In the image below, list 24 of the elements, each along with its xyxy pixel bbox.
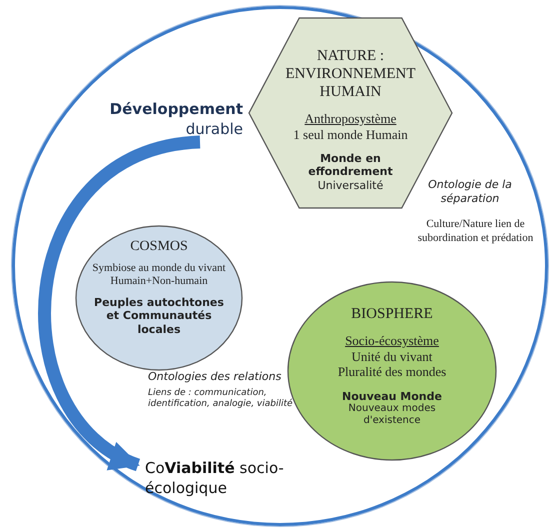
shape-text: Unité du vivant bbox=[352, 348, 432, 364]
shape-text: 1 seul monde Humain bbox=[293, 126, 408, 142]
curved-arrow bbox=[38, 136, 201, 471]
shape-text: Peuples autochtones et Communautés locales bbox=[94, 296, 224, 336]
annotation-text: Culture/Nature lien de subordination et prédation bbox=[416, 218, 534, 246]
shape-text: Humain+Non-humain bbox=[110, 274, 208, 288]
annotation-heading: Ontologie de la séparation bbox=[427, 178, 513, 206]
shape-title: NATURE : ENVIRONNEMENT HUMAIN bbox=[284, 47, 416, 101]
shape-text: Universalité bbox=[318, 178, 384, 192]
shape-text: Pluralité des mondes bbox=[338, 364, 446, 380]
outer-circle bbox=[12, 6, 548, 526]
circle-shape bbox=[75, 225, 243, 371]
shape-text: Anthroposystème bbox=[304, 111, 396, 127]
shape-title: BIOSPHERE bbox=[351, 305, 433, 323]
shape-text: Socio-écosystème bbox=[345, 333, 439, 349]
shape-title: COSMOS bbox=[130, 239, 188, 256]
heading-text: CoViabilité socio-écologique bbox=[145, 458, 295, 508]
annotation-heading: Ontologies des relations bbox=[148, 370, 282, 384]
heading-text: Développement durable bbox=[103, 99, 243, 143]
annotation-text: Liens de : communication, identification, analogie, viabilité bbox=[148, 388, 294, 410]
shape-text: Monde en effondrement bbox=[307, 152, 394, 179]
shape-text: Symbiose au monde du vivant bbox=[92, 262, 226, 275]
shape-text: Nouveaux modes d'existence bbox=[347, 402, 437, 427]
shape-text: Nouveau Monde bbox=[342, 390, 442, 403]
